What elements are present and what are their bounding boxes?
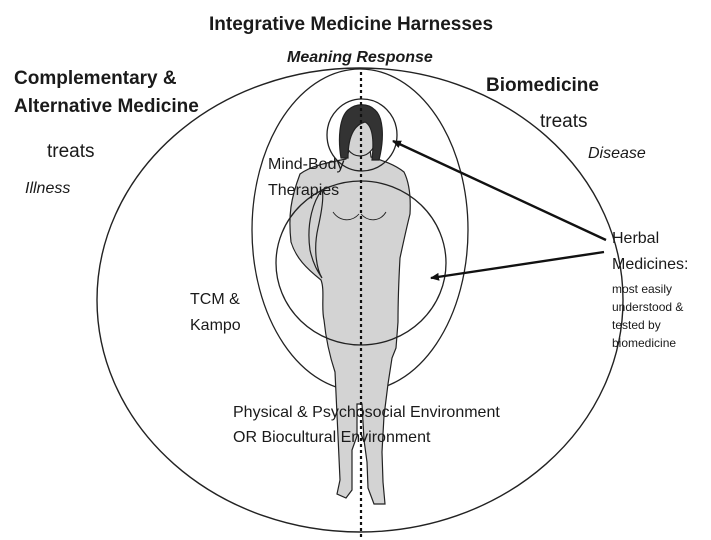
herbal-label-line2: Medicines: — [612, 256, 688, 274]
mind-body-label-line1: Mind-Body — [268, 156, 344, 174]
arrow-to-head — [393, 141, 606, 240]
herbal-detail-line2: understood & — [612, 301, 683, 314]
diagram-title: Integrative Medicine Harnesses — [209, 14, 493, 35]
biomedicine-disease-label: Disease — [588, 145, 646, 163]
biomedicine-heading: Biomedicine — [486, 75, 599, 96]
cam-heading-line1: Complementary & — [14, 68, 177, 89]
tcm-label-line2: Kampo — [190, 317, 241, 335]
herbal-detail-line1: most easily — [612, 283, 672, 296]
mind-body-label-line2: Therapies — [268, 182, 339, 200]
cam-illness-label: Illness — [25, 180, 70, 198]
herbal-detail-line4: biomedicine — [612, 337, 676, 350]
diagram-subtitle: Meaning Response — [287, 49, 433, 67]
tcm-label-line1: TCM & — [190, 291, 240, 309]
environment-label-line2: OR Biocultural Environment — [233, 429, 430, 447]
human-body — [290, 148, 410, 504]
cam-treats-label: treats — [47, 141, 95, 162]
arrow-to-body — [431, 252, 604, 278]
herbal-detail-line3: tested by — [612, 319, 661, 332]
biomedicine-treats-label: treats — [540, 111, 588, 132]
environment-label-line1: Physical & Psychosocial Environment — [233, 404, 500, 422]
cam-heading-line2: Alternative Medicine — [14, 96, 199, 117]
herbal-label-line1: Herbal — [612, 230, 659, 248]
